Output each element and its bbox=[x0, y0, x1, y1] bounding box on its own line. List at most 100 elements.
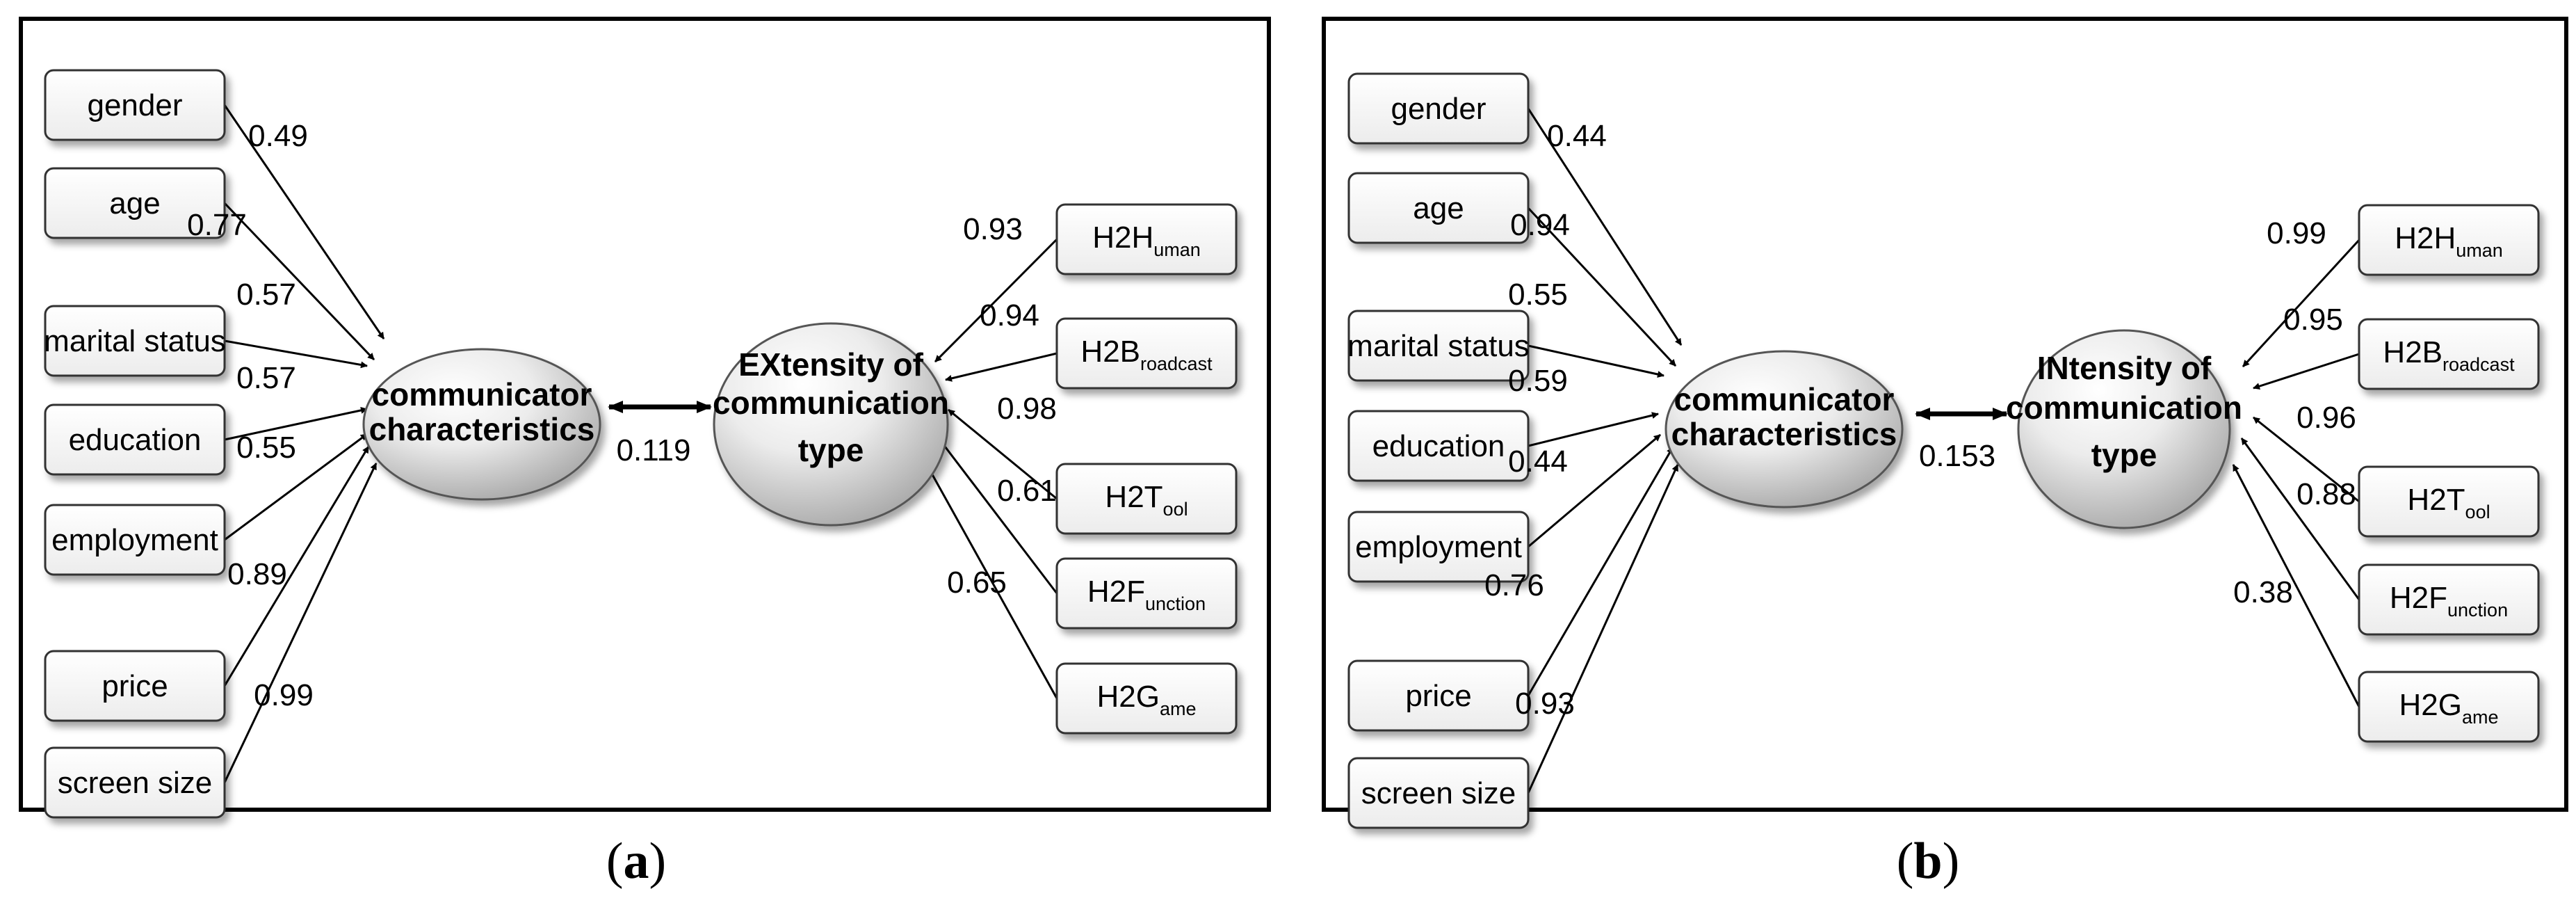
indicator-label-main: H2H bbox=[2395, 221, 2456, 255]
indicator-box-shape bbox=[1055, 203, 1238, 275]
indicator-label-main: H2B bbox=[2383, 335, 2443, 369]
indicator-box: age bbox=[44, 167, 226, 239]
indicator-label: marital status bbox=[1347, 329, 1530, 363]
indicator-label-sub: ame bbox=[1160, 698, 1197, 719]
indicator-box-shape bbox=[44, 504, 226, 576]
path-arrow bbox=[934, 238, 1058, 363]
indicator-box: H2Tool bbox=[1055, 463, 1238, 535]
path-coefficient: 0.49 bbox=[248, 119, 308, 153]
indicator-label: education bbox=[1372, 429, 1505, 463]
indicator-box-shape bbox=[1055, 317, 1238, 390]
latent-label: type bbox=[798, 432, 864, 468]
path-arrow bbox=[937, 438, 1058, 594]
latent-label: communication bbox=[713, 385, 949, 421]
indicator-label-sub: unction bbox=[1145, 593, 1206, 614]
indicator-label-main: H2B bbox=[1080, 335, 1140, 369]
path-coefficient: 0.98 bbox=[997, 392, 1057, 426]
path-arrow bbox=[2253, 416, 2360, 503]
indicator-box: H2Human bbox=[2358, 204, 2540, 276]
path-coefficient: 0.44 bbox=[1547, 119, 1607, 153]
path-arrow bbox=[1527, 447, 1674, 696]
panel-frame bbox=[1322, 17, 2568, 812]
indicator-label: H2Human bbox=[1092, 221, 1201, 260]
indicator-box: H2Broadcast bbox=[2358, 318, 2540, 390]
indicator-label-sub: ame bbox=[2462, 707, 2499, 728]
path-coefficient: 0.65 bbox=[947, 566, 1007, 600]
indicator-label: price bbox=[102, 669, 168, 703]
indicator-box-shape bbox=[1347, 310, 1530, 382]
indicator-box-shape bbox=[44, 69, 226, 141]
path-coefficient: 0.57 bbox=[236, 278, 296, 312]
indicator-label-sub: roadcast bbox=[1140, 353, 1213, 374]
indicator-box-shape bbox=[1055, 557, 1238, 630]
path-coefficient: 0.88 bbox=[2296, 477, 2356, 511]
path-arrow bbox=[1527, 464, 1679, 794]
indicator-label: H2Human bbox=[2395, 221, 2503, 261]
path-coefficient: 0.99 bbox=[254, 678, 314, 712]
indicator-label: screen size bbox=[1361, 776, 1516, 810]
indicator-box-shape bbox=[1347, 72, 1530, 145]
indicator-label-main: H2F bbox=[1087, 575, 1145, 609]
indicator-label: H2Broadcast bbox=[1080, 335, 1213, 374]
indicator-label: gender bbox=[1391, 92, 1486, 126]
indicator-label-sub: unction bbox=[2447, 600, 2508, 620]
indicator-box: H2Function bbox=[2358, 563, 2540, 636]
path-arrow bbox=[1528, 412, 1659, 447]
latent-label: communication bbox=[2006, 390, 2242, 426]
path-arrow bbox=[224, 407, 368, 441]
indicator-label: age bbox=[1413, 191, 1464, 225]
path-arrow bbox=[1527, 207, 1677, 367]
path-arrow bbox=[224, 433, 368, 541]
latent-label: communicator bbox=[372, 376, 592, 413]
indicator-box-shape bbox=[1347, 757, 1530, 829]
indicator-box: education bbox=[1347, 410, 1530, 482]
path-arrow bbox=[223, 104, 385, 339]
indicator-box: education bbox=[44, 403, 226, 476]
indicator-box: H2Broadcast bbox=[1055, 317, 1238, 390]
path-coefficient: 0.77 bbox=[187, 208, 247, 242]
path-coefficient: 0.93 bbox=[963, 212, 1023, 246]
indicator-box: screen size bbox=[1347, 757, 1530, 829]
indicator-box: marital status bbox=[44, 305, 226, 377]
path-coefficient: 0.96 bbox=[2296, 401, 2356, 435]
path-coefficient: 0.89 bbox=[227, 557, 287, 591]
indicator-label: H2Function bbox=[2390, 581, 2508, 620]
path-coefficient: 0.44 bbox=[1508, 445, 1568, 479]
path-arrow bbox=[223, 446, 370, 687]
path-coefficient: 0.95 bbox=[2283, 303, 2343, 337]
latent-oval-communicator-shape bbox=[362, 348, 601, 501]
indicator-label-sub: ool bbox=[2465, 502, 2490, 522]
path-coefficient: 0.93 bbox=[1515, 687, 1575, 721]
indicator-label: employment bbox=[1355, 530, 1522, 564]
latent-oval-communication-shape bbox=[2017, 329, 2231, 529]
latent-oval-communication-shape bbox=[713, 322, 949, 527]
indicator-box: age bbox=[1347, 172, 1530, 244]
indicator-box: H2Function bbox=[1055, 557, 1238, 630]
path-coefficient: 0.76 bbox=[1484, 568, 1544, 602]
panel-caption: (a) bbox=[606, 833, 666, 890]
indicator-box-shape bbox=[1347, 410, 1530, 482]
panel-b: gender 0.44 age 0.94 marital status 0.55 educa… bbox=[1322, 17, 2568, 890]
path-coefficient: 0.55 bbox=[1508, 278, 1568, 312]
path-arrow bbox=[925, 464, 1058, 699]
indicator-box-shape bbox=[44, 167, 226, 239]
latent-label: characteristics bbox=[369, 411, 595, 447]
path-coefficient: 0.59 bbox=[1508, 364, 1568, 398]
latent-label: characteristics bbox=[1671, 416, 1897, 452]
path-coefficient: 0.94 bbox=[980, 298, 1039, 333]
indicator-label-main: H2T bbox=[2407, 483, 2465, 517]
indicator-box-shape bbox=[1347, 659, 1530, 732]
indicator-box: marital status bbox=[1347, 310, 1530, 382]
correlation-coefficient: 0.153 bbox=[1919, 439, 1995, 473]
path-coefficient: 0.94 bbox=[1510, 208, 1570, 242]
indicator-box: screen size bbox=[44, 746, 226, 819]
path-coefficient: 0.38 bbox=[2233, 575, 2293, 609]
indicator-label: H2Game bbox=[1096, 680, 1196, 719]
indicator-label: age bbox=[109, 186, 160, 221]
indicator-label: H2Tool bbox=[2407, 483, 2490, 522]
path-arrow bbox=[1528, 344, 1664, 378]
indicator-label-main: H2T bbox=[1105, 480, 1163, 514]
